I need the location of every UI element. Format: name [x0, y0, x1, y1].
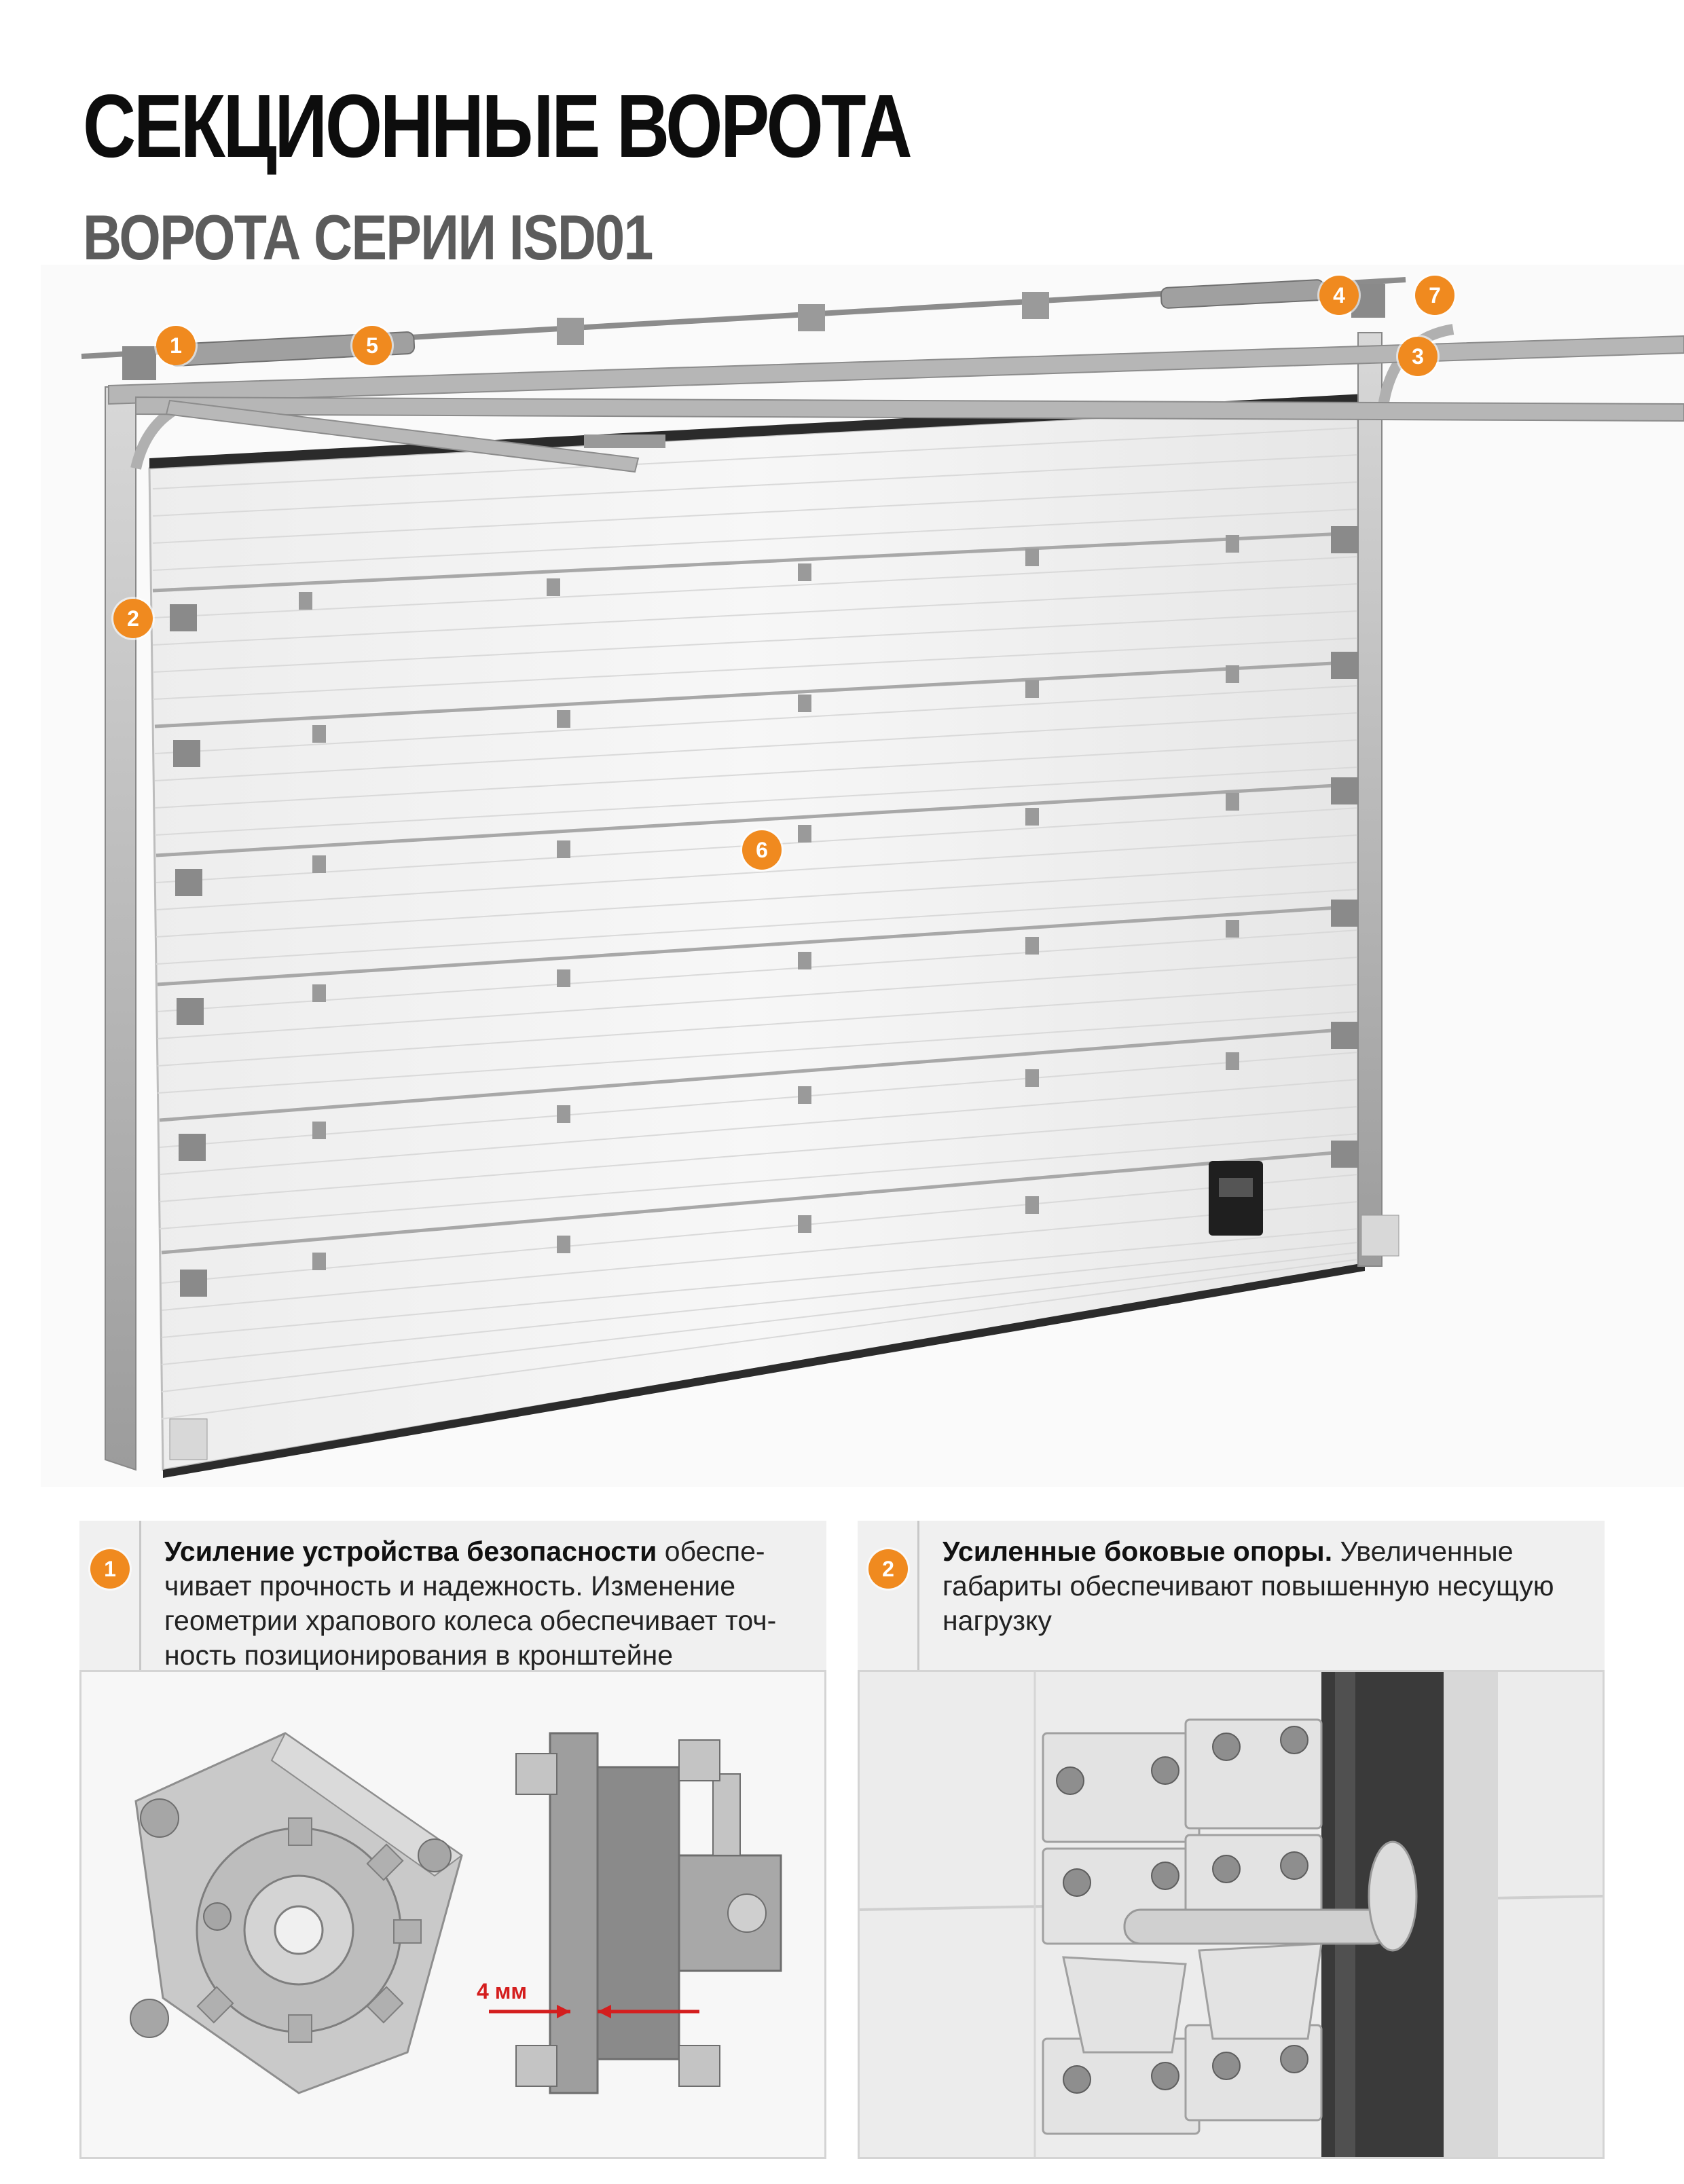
feature-1-line-4: ность позиционирования в кронштейне: [164, 1640, 674, 1671]
feature-2-badge: 2: [868, 1549, 908, 1589]
feature-1-line-3: геометрии храпового колеса обеспечивает …: [164, 1605, 777, 1636]
feature-1-line-2: чивает прочность и надежность. Изменение: [164, 1570, 736, 1602]
callout-4: 4: [1319, 276, 1359, 315]
side-support-photo: [858, 1670, 1605, 2159]
feature-1-text: Усиление устройства безопасности обеспе-…: [164, 1534, 816, 1673]
panel-ribs: [152, 427, 1359, 1420]
feature-1-header: 1 Усиление устройства безопасности обесп…: [79, 1521, 826, 1673]
door-illustration: 1 2 3 4 5 6 7: [41, 265, 1684, 1487]
callout-7: 7: [1415, 276, 1454, 315]
feature-2-line-2: габариты обеспечивают повышенную несущую: [942, 1570, 1554, 1602]
page-title: СЕКЦИОННЫЕ ВОРОТА: [83, 76, 913, 176]
feature-2-text: Усиленные боковые опоры. Увеличенные габ…: [942, 1534, 1594, 1638]
side-brackets: [170, 526, 1358, 1297]
feature-2-line-1: Увеличенные: [1340, 1536, 1514, 1567]
callout-6: 6: [742, 830, 782, 870]
feature-1-line-1: обеспе-: [664, 1536, 765, 1567]
dimension-label: 4 мм: [477, 1979, 528, 2003]
section-joints: [152, 531, 1359, 1255]
feature-1-title: Усиление устройства безопасности: [164, 1536, 657, 1567]
garage-door-drawing: [41, 265, 1684, 1487]
safety-device-photo: 4 мм: [79, 1670, 826, 2159]
callout-5: 5: [352, 326, 392, 365]
callout-1: 1: [156, 326, 196, 365]
door-handle: [1209, 1161, 1263, 1236]
callout-3: 3: [1398, 337, 1438, 376]
side-support-drawing: [859, 1672, 1603, 2157]
feature-1-badge: 1: [90, 1549, 130, 1589]
feature-2-header: 2 Усиленные боковые опоры. Увеличенные г…: [858, 1521, 1605, 1670]
page-subtitle: ВОРОТА СЕРИИ ISD01: [83, 202, 653, 273]
feature-2-title: Усиленные боковые опоры.: [942, 1536, 1333, 1567]
safety-device-drawing: [81, 1672, 824, 2157]
hinges: [299, 535, 1239, 1270]
feature-2-line-3: нагрузку: [942, 1605, 1052, 1636]
callout-2: 2: [113, 599, 153, 638]
